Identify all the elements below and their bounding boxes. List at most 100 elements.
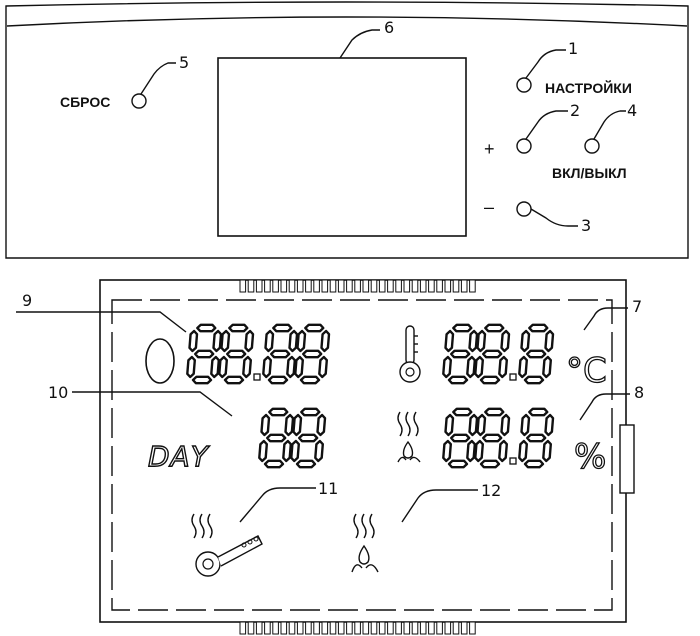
pin-strip-top [239, 279, 476, 293]
pin [411, 621, 419, 635]
pin [288, 621, 296, 635]
digit-hum-2 [474, 407, 511, 469]
callout-1: 1 [568, 39, 578, 58]
pin [313, 279, 320, 293]
pin [362, 279, 370, 293]
segment [290, 439, 300, 463]
minus-button[interactable] [516, 201, 532, 217]
segment [318, 355, 328, 379]
segment [226, 349, 247, 359]
segment [474, 355, 484, 379]
segment [188, 329, 199, 353]
pin [362, 621, 370, 635]
callout-3: 3 [581, 216, 591, 235]
settings-button[interactable] [516, 77, 532, 93]
decimal-point-2 [509, 373, 517, 381]
lcd-screen: 9 7 10 8 11 12 DAY °C % [16, 279, 644, 635]
segment [304, 323, 325, 333]
celsius-unit: °C [566, 351, 607, 391]
pin [239, 279, 247, 293]
segment-digits [186, 323, 555, 469]
pin [305, 621, 312, 635]
pin [395, 279, 402, 293]
segment [444, 413, 455, 437]
pin [329, 279, 337, 293]
pin [403, 279, 411, 293]
digit-time-3 [262, 323, 299, 385]
pin [272, 621, 279, 635]
steam-thermometer-icon [191, 513, 263, 577]
digit-temp-2 [474, 323, 511, 385]
pin [305, 279, 312, 293]
segment [242, 355, 252, 379]
percent-unit: % [574, 437, 606, 477]
digit-temp-1 [442, 323, 479, 385]
plus-button[interactable] [516, 138, 532, 154]
callout-9: 9 [22, 291, 32, 310]
segment [268, 407, 289, 417]
pin [444, 279, 452, 293]
segment [450, 433, 471, 443]
digit-day-1 [258, 407, 295, 469]
segment [479, 459, 501, 469]
pin [288, 279, 296, 293]
pin [444, 621, 452, 635]
reset-button[interactable] [131, 93, 147, 109]
pin [370, 279, 378, 293]
pin [272, 279, 279, 293]
segment [228, 323, 249, 333]
pin [436, 279, 443, 293]
segment [194, 349, 215, 359]
status-oval [145, 338, 175, 384]
digit-time-4 [294, 323, 331, 385]
segment [212, 329, 223, 353]
segment [500, 329, 511, 353]
callout-4: 4 [627, 101, 637, 120]
pin [346, 279, 353, 293]
segment [294, 355, 304, 379]
digit-day-2 [290, 407, 327, 469]
segment [542, 355, 552, 379]
segment [288, 329, 299, 353]
steam-humidity-icon [351, 513, 379, 573]
segment [447, 375, 469, 385]
segment [528, 323, 549, 333]
digit-hum-1 [442, 407, 479, 469]
segment [263, 459, 285, 469]
segment [476, 329, 487, 353]
segment [452, 407, 473, 417]
power-button[interactable] [584, 138, 600, 154]
pin [313, 621, 320, 635]
segment [298, 433, 319, 443]
pin [428, 621, 435, 635]
segment [474, 439, 484, 463]
segment [300, 407, 321, 417]
digit-temp-3 [518, 323, 555, 385]
pin [255, 621, 263, 635]
segment [244, 329, 255, 353]
decimal-point-3 [509, 457, 517, 465]
segment [270, 349, 291, 359]
callout-5: 5 [179, 53, 189, 72]
segment [295, 459, 317, 469]
pin [296, 279, 304, 293]
pin [296, 621, 304, 635]
segment [186, 355, 196, 379]
segment [220, 329, 231, 353]
pin [255, 279, 263, 293]
pin [370, 621, 378, 635]
display-window [217, 57, 467, 237]
segment [526, 349, 547, 359]
pin [452, 621, 460, 635]
reset-label: СБРОС [60, 94, 110, 110]
pin [411, 279, 419, 293]
pin [354, 621, 361, 635]
segment [544, 329, 555, 353]
pin [247, 279, 255, 293]
segment [264, 329, 275, 353]
plus-label: + [484, 139, 495, 159]
pin [346, 621, 353, 635]
segment [466, 355, 476, 379]
callout-6: 6 [384, 18, 394, 37]
